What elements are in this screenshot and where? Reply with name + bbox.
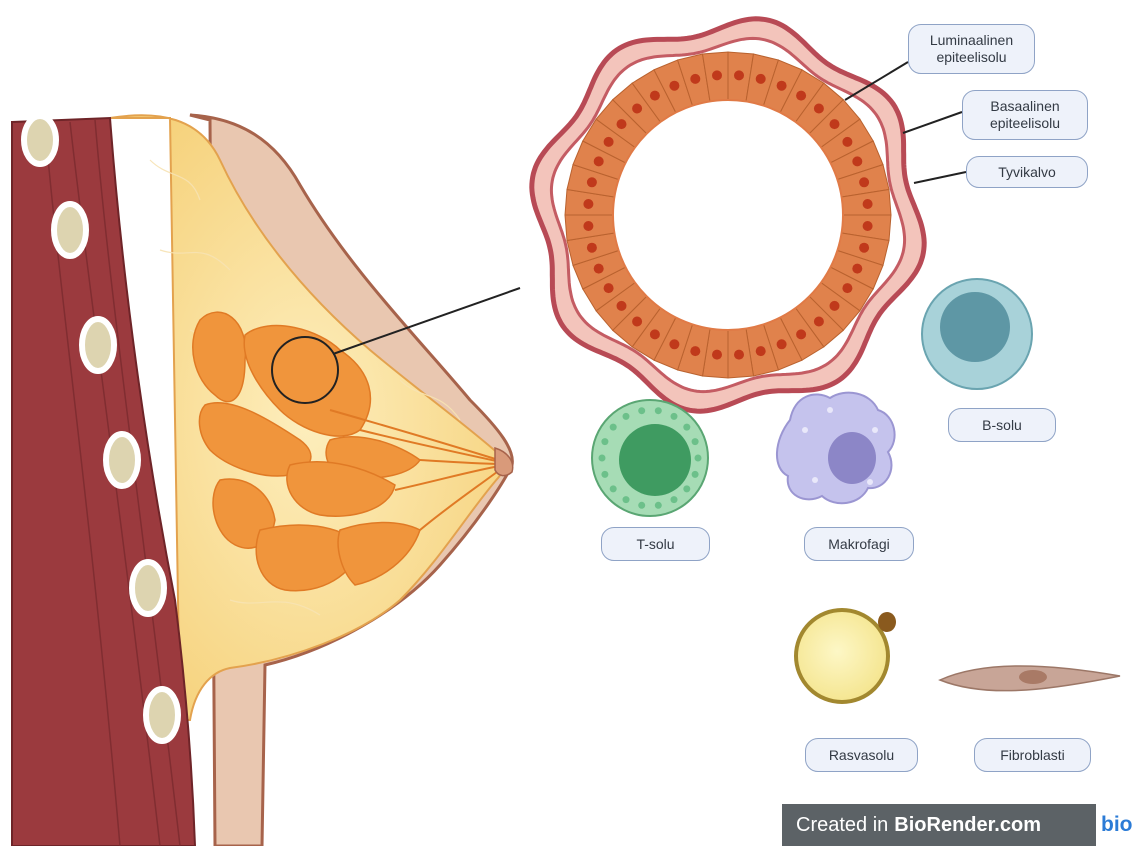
cell-nucleus — [734, 350, 744, 360]
cell-nucleus — [604, 283, 614, 293]
cell-nucleus — [842, 137, 852, 147]
cell-nucleus — [830, 119, 840, 129]
biorender-logo: bio — [1096, 804, 1134, 846]
label-text-line: Basaalinen — [990, 98, 1059, 115]
granule — [692, 471, 699, 478]
granule — [610, 485, 617, 492]
label-fibroblast: Fibroblasti — [974, 738, 1091, 772]
granule — [671, 496, 678, 503]
cell-nucleus — [830, 301, 840, 311]
fibroblast — [940, 666, 1120, 691]
cell-nucleus — [690, 74, 700, 84]
label-t-cell: T-solu — [601, 527, 710, 561]
watermark-brand: BioRender.com — [894, 814, 1041, 837]
label-text-line: Tyvikalvo — [998, 164, 1056, 181]
rib — [146, 689, 178, 741]
label-b-cell: B-solu — [948, 408, 1056, 442]
granule — [695, 455, 702, 462]
granule — [692, 438, 699, 445]
label-luminal-epithelial-cell: Luminaalinen epiteelisolu — [908, 24, 1035, 74]
label-text-line: B-solu — [982, 417, 1022, 434]
cell-nucleus — [669, 339, 679, 349]
cell-nucleus — [859, 177, 869, 187]
duct-cross-section — [532, 19, 924, 411]
granule — [601, 471, 608, 478]
cell-nucleus — [587, 243, 597, 253]
granule — [655, 502, 662, 509]
rib — [132, 562, 164, 614]
cell-nucleus — [796, 91, 806, 101]
label-basement-membrane: Tyvikalvo — [966, 156, 1088, 188]
cell-nucleus — [690, 346, 700, 356]
cell-nucleus — [852, 264, 862, 274]
granule — [638, 502, 645, 509]
biorender-watermark: Created in BioRender.com bio — [782, 804, 1134, 846]
granule — [610, 424, 617, 431]
cell-nucleus — [756, 346, 766, 356]
rib — [24, 116, 56, 164]
cell-nucleus — [756, 74, 766, 84]
cell-nucleus — [814, 317, 824, 327]
cell-nucleus — [863, 221, 873, 231]
cell-nucleus — [712, 70, 722, 80]
cell-nucleus — [777, 339, 787, 349]
granule — [671, 413, 678, 420]
b-cell — [922, 279, 1032, 389]
cell-nucleus — [669, 81, 679, 91]
cell-nucleus — [617, 119, 627, 129]
granule — [638, 407, 645, 414]
macrophage — [777, 393, 895, 504]
cell-nucleus — [842, 283, 852, 293]
cell-nucleus — [632, 317, 642, 327]
cell-nucleus — [796, 329, 806, 339]
label-macrophage: Makrofagi — [804, 527, 914, 561]
cell-nucleus — [604, 137, 614, 147]
label-text-line: Rasvasolu — [829, 747, 894, 764]
label-text-line: T-solu — [636, 536, 674, 553]
granule — [599, 455, 606, 462]
rib — [82, 319, 114, 371]
granule — [623, 413, 630, 420]
rib — [54, 204, 86, 256]
duct-lumen — [613, 100, 843, 330]
rib — [106, 434, 138, 486]
t-cell — [592, 400, 708, 516]
cell-nucleus — [594, 264, 604, 274]
label-basal-epithelial-cell: Basaalinen epiteelisolu — [962, 90, 1088, 140]
adipocyte — [796, 610, 896, 702]
granule — [655, 407, 662, 414]
label-text-line: epiteelisolu — [990, 115, 1060, 132]
cell-nucleus — [583, 199, 593, 209]
leader-basement — [914, 172, 966, 183]
label-adipocyte: Rasvasolu — [805, 738, 918, 772]
cell-nucleus — [712, 350, 722, 360]
breast-cross-section — [12, 115, 520, 846]
cell-nucleus — [583, 221, 593, 231]
cell-nucleus — [587, 177, 597, 187]
label-text-line: epiteelisolu — [936, 49, 1006, 66]
cell-nucleus — [859, 243, 869, 253]
cell-nucleus — [734, 70, 744, 80]
cell-nucleus — [617, 301, 627, 311]
cell-nucleus — [650, 91, 660, 101]
cell-nucleus — [863, 199, 873, 209]
cell-nucleus — [777, 81, 787, 91]
label-text-line: Luminaalinen — [930, 32, 1013, 49]
granule — [683, 485, 690, 492]
granule — [601, 438, 608, 445]
cell-nucleus — [632, 104, 642, 114]
label-text-line: Makrofagi — [828, 536, 889, 553]
cell-nucleus — [852, 156, 862, 166]
cell-nucleus — [650, 329, 660, 339]
leader-basal — [903, 112, 962, 133]
watermark-prefix: Created in — [796, 814, 888, 837]
cell-nucleus — [814, 104, 824, 114]
granule — [623, 496, 630, 503]
cell-nucleus — [594, 156, 604, 166]
granule — [683, 424, 690, 431]
label-text-line: Fibroblasti — [1000, 747, 1065, 764]
